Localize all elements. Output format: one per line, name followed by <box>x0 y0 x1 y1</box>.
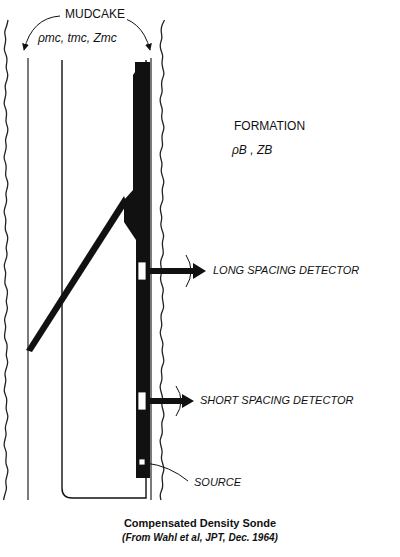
source-symbol <box>139 459 145 465</box>
sonde-pad <box>124 62 150 478</box>
mudcake-face <box>27 58 28 500</box>
wave-arc <box>176 386 181 416</box>
figure-caption: Compensated Density Sonde <box>122 517 278 530</box>
short-detector <box>138 392 146 410</box>
source-label: SOURCE <box>192 476 243 489</box>
detector-label: LONG SPACING DETECTOR <box>211 264 361 277</box>
short-arrow <box>150 394 194 408</box>
mudcake-face <box>150 58 151 500</box>
backup-arm <box>26 196 127 352</box>
formation-properties: ρB , ZB <box>230 144 274 158</box>
borehole-wall <box>160 20 164 500</box>
mudcake-properties: ρmc, tmc, Zmc <box>36 32 119 46</box>
wave-arc <box>186 255 191 287</box>
formation-label: FORMATION <box>232 120 307 134</box>
borehole-wall <box>4 20 165 500</box>
source-citation: (From Wahl et al, JPT, Dec. 1964) <box>120 532 280 544</box>
borehole-wall <box>4 20 9 500</box>
long-arrow <box>150 263 206 279</box>
detector-label: SHORT SPACING DETECTOR <box>198 394 355 407</box>
long-detector <box>138 262 146 280</box>
mudcake-label: MUDCAKE <box>63 8 127 22</box>
leader-line <box>146 463 188 481</box>
